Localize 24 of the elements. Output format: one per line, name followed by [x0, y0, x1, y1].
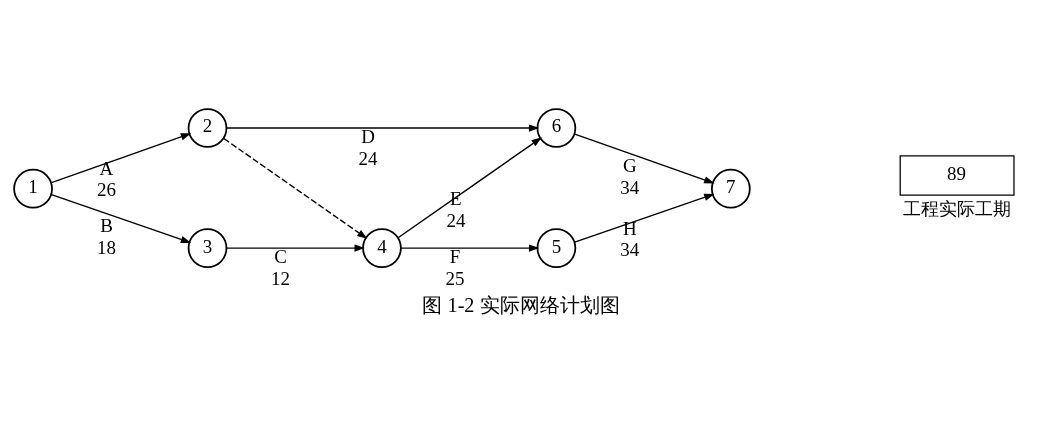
node-circle: 7: [711, 168, 751, 209]
arrow: [50, 193, 192, 243]
node-box: 89: [899, 154, 1015, 196]
node-circle: 5: [536, 227, 577, 268]
edge-label: G 34: [620, 154, 640, 198]
node-circle: 2: [187, 107, 228, 148]
arrow: [397, 136, 542, 238]
edge-label: C 12: [271, 245, 291, 289]
arrow: [574, 193, 715, 243]
arrow: [400, 243, 540, 252]
arrow: [574, 132, 715, 183]
arrow: [50, 132, 192, 183]
arrow: [223, 137, 368, 239]
node-circle: 4: [362, 227, 402, 268]
node-circle: 6: [536, 107, 577, 148]
node-circle: 3: [187, 227, 228, 268]
caption: 图 1-2 实际网络计划图: [422, 293, 620, 316]
edge-label: B 18: [96, 214, 116, 258]
arrow: [225, 243, 365, 252]
edge-label: D 24: [358, 125, 378, 169]
node-label: 工程实际工期: [902, 198, 1011, 219]
edge-label: F 25: [445, 245, 465, 289]
arrow: [226, 123, 540, 132]
node-circle: 1: [13, 168, 53, 209]
